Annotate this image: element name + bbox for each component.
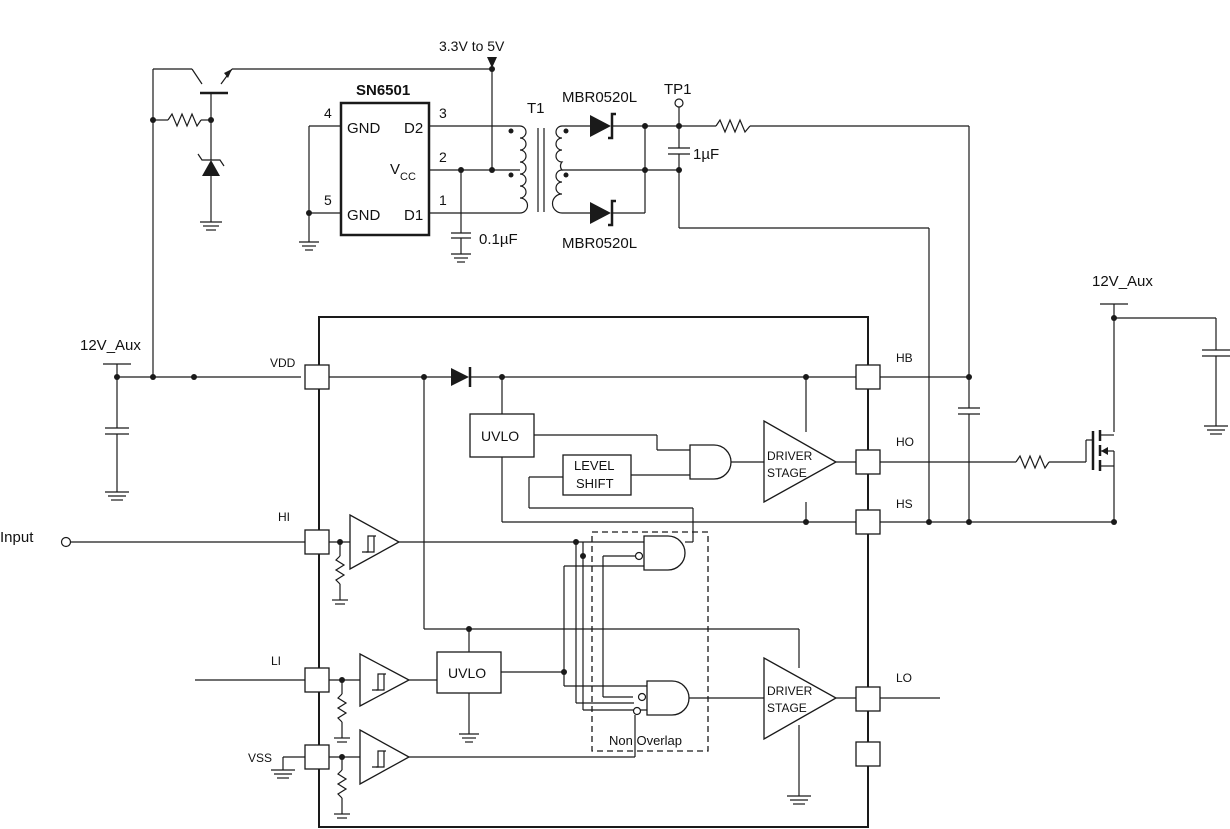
test-point-label: TP1 [664, 81, 692, 98]
diode-top-label: MBR0520L [562, 89, 637, 106]
driver-ho-label: STAGE [767, 466, 807, 480]
output-network: TP1 1µF [664, 81, 970, 522]
driver-ho-label: DRIVER [767, 449, 813, 463]
lo-label: LO [896, 671, 912, 685]
transformer-label: T1 [527, 100, 545, 117]
hs-label: HS [896, 497, 913, 511]
li-label: LI [271, 654, 281, 668]
pin-vcc-subscript: CC [400, 171, 416, 183]
pin-ho [855, 449, 881, 475]
aux-right-label: 12V_Aux [1092, 273, 1153, 290]
pin-hs [855, 509, 881, 535]
rectifier-diodes: MBR0520L MBR0520L [562, 89, 679, 252]
and-gate-high [643, 535, 686, 571]
pin-lo [855, 686, 881, 712]
pin-nc [855, 741, 881, 767]
aux-left-label: 12V_Aux [80, 337, 141, 354]
pin-number: 4 [324, 105, 332, 121]
and-gate-ho [689, 444, 732, 480]
left-aux-supply: 12V_Aux [80, 337, 301, 501]
transistor-regulator [150, 68, 492, 377]
diode-bottom-label: MBR0520L [562, 235, 637, 252]
driver-lo-label: DRIVER [767, 684, 813, 698]
ho-label: HO [896, 435, 914, 449]
hi-label: HI [278, 510, 290, 524]
supply-input: 3.3V to 5V [439, 38, 505, 170]
pin-hb [855, 364, 881, 390]
driver-lo-label: STAGE [767, 701, 807, 715]
hb-label: HB [896, 351, 913, 365]
driver-stage-lo [763, 656, 838, 741]
driver-stage-ho [763, 419, 838, 504]
pin-gnd-label: GND [347, 207, 381, 224]
right-aux-mosfet: 12V_Aux [1015, 273, 1230, 522]
supply-range-label: 3.3V to 5V [439, 38, 505, 54]
pin-li [304, 667, 330, 693]
driver-ic: VDD HI LI VSS HB HO HS LO [0, 316, 1117, 828]
pin-vdd [304, 364, 330, 390]
sn6501-chip: SN6501 GND GND D2 D1 V CC 4 5 3 2 1 0.1µ… [299, 82, 520, 263]
pin-d1-label: D1 [404, 207, 423, 224]
and-gate-low [646, 680, 690, 716]
vss-label: VSS [248, 751, 272, 765]
vdd-label: VDD [270, 356, 296, 370]
pin-vcc-label: V [390, 161, 400, 178]
input-label: Input [0, 529, 34, 546]
uvlo-top-label: UVLO [481, 428, 519, 444]
level-shift-label: SHIFT [576, 476, 614, 491]
pin-vss [304, 744, 330, 770]
transformer-t1: T1 [508, 100, 569, 214]
pin-d2-label: D2 [404, 120, 423, 137]
input-cap-label: 0.1µF [479, 231, 518, 248]
pin-number: 5 [324, 192, 332, 208]
non-overlap-label: Non Overlap [609, 733, 682, 748]
pin-number: 2 [439, 149, 447, 165]
pin-number: 1 [439, 192, 447, 208]
pin-hi [304, 529, 330, 555]
uvlo-bottom-label: UVLO [448, 665, 486, 681]
pin-gnd-label: GND [347, 120, 381, 137]
output-cap-label: 1µF [693, 146, 719, 163]
pin-number: 3 [439, 105, 447, 121]
chip-name: SN6501 [356, 82, 410, 99]
level-shift-label: LEVEL [574, 458, 614, 473]
non-overlap-box [591, 531, 709, 752]
